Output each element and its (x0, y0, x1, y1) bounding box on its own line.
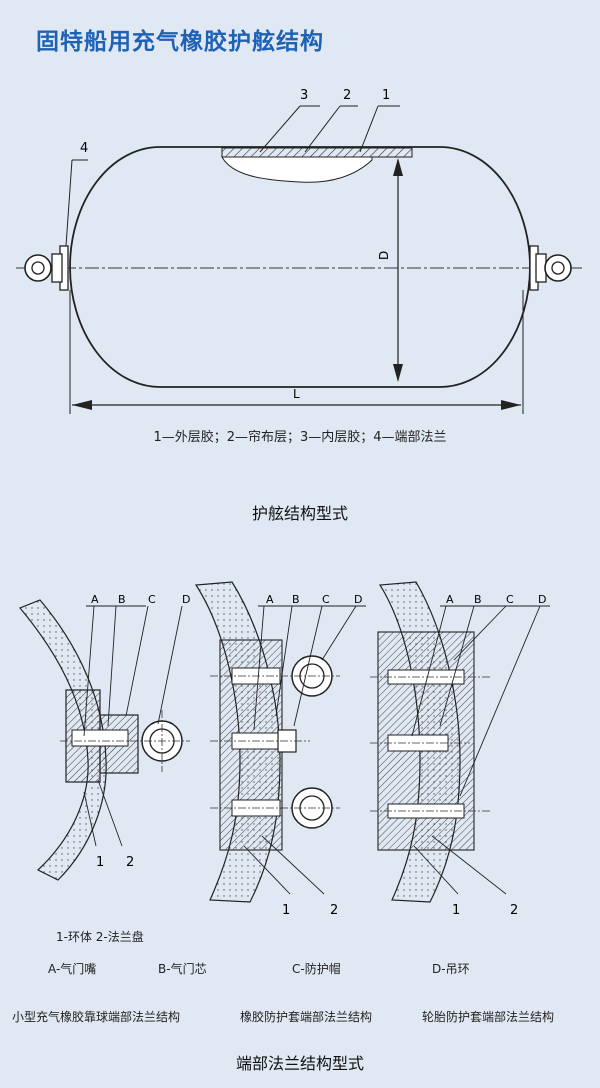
right-end-flange (529, 245, 572, 291)
flange1-label-2: 2 (126, 855, 134, 870)
flange-caption: 端部法兰结构型式 (235, 1054, 364, 1073)
fender-legend: 1—外层胶；2—帘布层；3—内层胶；4—端部法兰 (153, 430, 447, 445)
flange2-label-1: 1 (282, 903, 290, 918)
flange1-label-a: A (91, 593, 99, 606)
layer-cutaway (221, 147, 413, 158)
flange3-label-1: 1 (452, 903, 460, 918)
flange2-label-d: D (354, 593, 362, 606)
flange1-label-1: 1 (96, 855, 104, 870)
flange3-label-a: A (446, 593, 454, 606)
flange-structure-diagrams: A B C D 1 2 A B C D 1 2 (19, 581, 550, 918)
flange2-label-c: C (322, 593, 330, 606)
flange-diagram-small-ball (19, 599, 190, 881)
flange-diagram-tire-sleeve (370, 581, 550, 903)
callout-2: 2 (343, 88, 351, 103)
flange3-label-2: 2 (510, 903, 518, 918)
fender-caption: 护舷结构型式 (251, 504, 348, 523)
dimension-d: D (377, 158, 403, 382)
type-tire-sleeve: 轮胎防护套端部法兰结构 (422, 1010, 555, 1024)
part-c: C-防护帽 (292, 962, 341, 976)
fender-structure-diagram: 3 2 1 4 D L (16, 88, 584, 414)
flange2-label-2: 2 (330, 903, 338, 918)
dimension-l: L (69, 290, 524, 414)
part-b: B-气门芯 (158, 962, 207, 976)
callout-1: 1 (382, 88, 390, 103)
flange3-label-c: C (506, 593, 514, 606)
flange2-label-a: A (266, 593, 274, 606)
left-end-flange (24, 245, 69, 291)
part-d: D-吊环 (432, 962, 470, 976)
callout-3: 3 (300, 88, 308, 103)
flange2-label-b: B (292, 593, 300, 606)
page-title: 固特船用充气橡胶护舷结构 (36, 29, 324, 55)
svg-text:L: L (293, 387, 300, 401)
type-small-ball: 小型充气橡胶靠球端部法兰结构 (12, 1010, 181, 1024)
svg-text:D: D (377, 251, 391, 260)
fender-body (69, 146, 531, 388)
flange1-label-c: C (148, 593, 156, 606)
flange1-label-b: B (118, 593, 126, 606)
callout-4: 4 (80, 141, 88, 156)
flange3-label-b: B (474, 593, 482, 606)
part-a: A-气门嘴 (48, 962, 97, 976)
flange1-label-d: D (182, 593, 190, 606)
type-rubber-sleeve: 橡胶防护套端部法兰结构 (240, 1010, 373, 1024)
flange3-label-d: D (538, 593, 546, 606)
flange-legend-line1: 1-环体 2-法兰盘 (56, 930, 144, 944)
flange-diagram-rubber-sleeve (194, 581, 366, 903)
